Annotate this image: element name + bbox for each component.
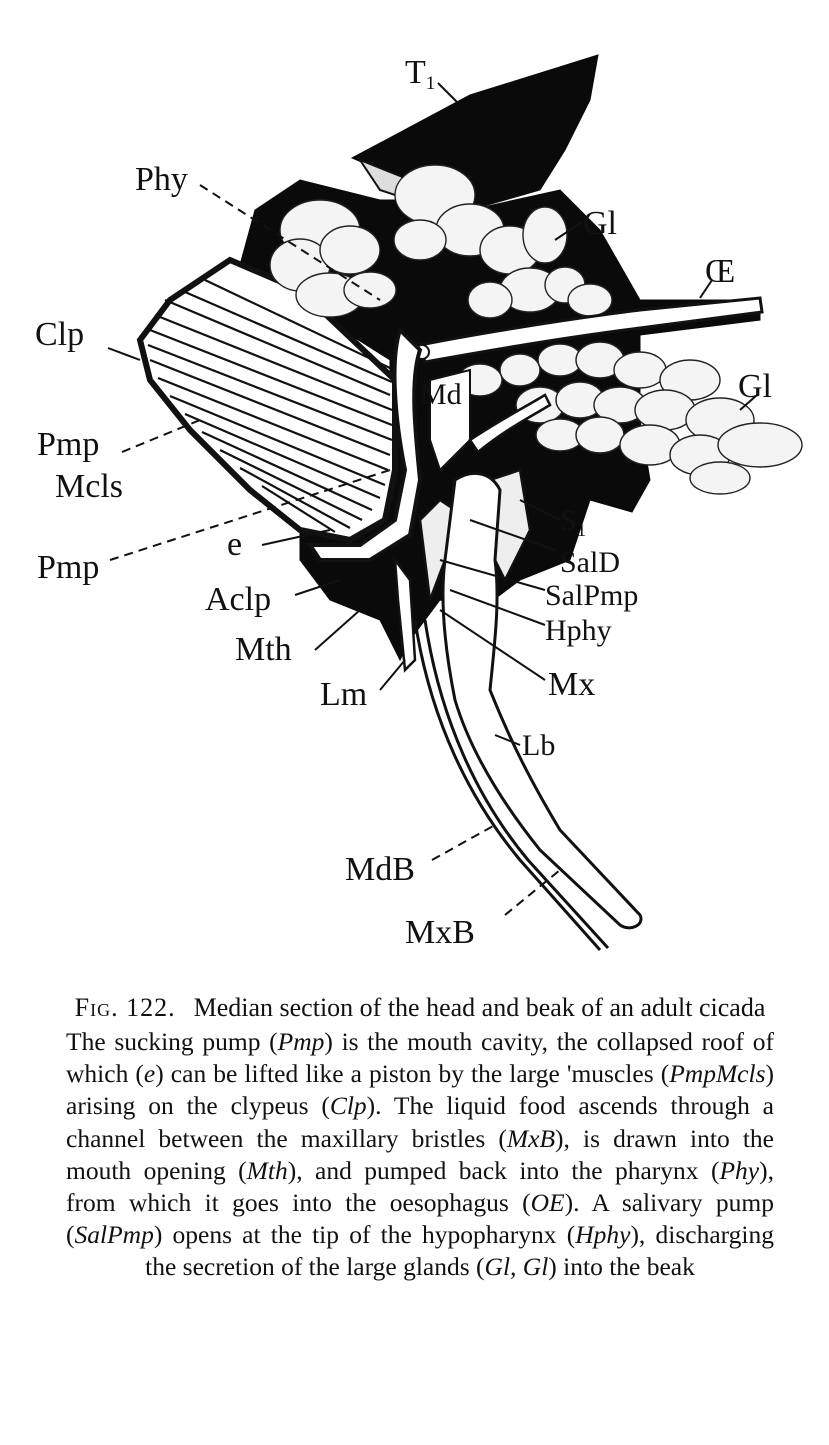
- pump-chamber: [306, 326, 423, 562]
- label-pmp-mcls-1: Pmp: [37, 426, 99, 463]
- label-gl-lower: Gl: [738, 368, 772, 405]
- label-md: Md: [420, 378, 462, 411]
- label-salpmp: SalPmp: [545, 579, 638, 612]
- caption-text: ) opens at the tip of the hypopharynx (: [153, 1220, 576, 1250]
- figure-number: Fig. 122.: [74, 993, 176, 1022]
- caption-text: ), from which it goes into the oesophagu…: [66, 1155, 774, 1218]
- caption-text: ) arising on the clypeus (: [66, 1059, 775, 1121]
- caption-text: ). The liquid food ascends through a cha…: [66, 1091, 774, 1153]
- label-aclp: Aclp: [205, 581, 271, 618]
- caption-abbrev: e: [143, 1059, 156, 1089]
- caption-abbrev: PmpMcls: [669, 1059, 766, 1089]
- caption-abbrev: Mth: [246, 1155, 288, 1185]
- caption-abbrev: Phy: [719, 1155, 760, 1185]
- caption-abbrev: Hphy: [575, 1220, 631, 1250]
- label-mxb: MxB: [405, 914, 475, 951]
- label-lm: Lm: [320, 676, 367, 713]
- caption-text: ), discharging the secretion of the larg…: [145, 1220, 774, 1282]
- caption-text: ) can be lifted like a piston by the lar…: [155, 1059, 670, 1089]
- caption-text: ) is the mouth cavity, the collapsed roo…: [66, 1027, 774, 1089]
- anteclypeus: [329, 569, 391, 621]
- label-s1: S1: [560, 504, 586, 541]
- caption-title: Fig. 122. Median section of the head and …: [66, 992, 774, 1024]
- caption-text: ). A salivary pump (: [66, 1188, 774, 1250]
- upper-glands: [269, 164, 613, 319]
- labrum: [393, 555, 417, 673]
- caption-abbrev: SalPmp: [74, 1220, 154, 1250]
- leader-lines: [107, 82, 758, 916]
- lower-glands: [457, 341, 803, 495]
- mandible-block: [429, 368, 471, 472]
- label-gl-upper: Gl: [583, 205, 617, 242]
- maxillary-bristles: [413, 619, 610, 951]
- label-sald: SalD: [560, 546, 620, 579]
- label-phy: Phy: [135, 161, 188, 198]
- cicada-head-section-diagram: T1 Phy Gl Œ Clp Gl Pmp Mcls Md S1 SalD P…: [35, 54, 803, 951]
- label-hphy: Hphy: [545, 614, 612, 647]
- caption-abbrev: MxB: [506, 1123, 556, 1153]
- label-pmp-mcls-2: Mcls: [55, 468, 123, 505]
- label-clp: Clp: [35, 316, 84, 353]
- caption-text: ), is drawn into the mouth opening (: [66, 1123, 774, 1185]
- figure-caption: Fig. 122. Median section of the head and …: [66, 992, 774, 1284]
- caption-heading: Median section of the head and beak of a…: [193, 993, 766, 1022]
- caption-body: The sucking pump (Pmp) is the mouth cavi…: [66, 1026, 774, 1284]
- labium-beak: [441, 471, 643, 930]
- label-mx: Mx: [548, 666, 595, 703]
- label-t1: T1: [405, 54, 435, 94]
- caption-text: ), and pumped back into the pharynx (: [287, 1155, 720, 1185]
- caption-abbrev: Pmp: [277, 1027, 325, 1056]
- label-oe: Œ: [705, 253, 735, 290]
- caption-abbrev: OE: [530, 1188, 565, 1218]
- caption-abbrev: Clp: [329, 1091, 367, 1121]
- figure-labels: T1 Phy Gl Œ Clp Gl Pmp Mcls Md S1 SalD P…: [35, 54, 772, 951]
- caption-text: The sucking pump (: [66, 1027, 278, 1056]
- label-lb: Lb: [522, 729, 555, 762]
- label-mth: Mth: [235, 631, 292, 668]
- label-e: e: [227, 526, 242, 563]
- oesophagus: [418, 296, 764, 364]
- label-pmp: Pmp: [37, 549, 99, 586]
- caption-abbrev: Gl, Gl: [484, 1252, 549, 1282]
- caption-text: ) into the beak: [548, 1252, 695, 1282]
- salivary-duct: [468, 393, 552, 454]
- label-mdb: MdB: [345, 851, 415, 888]
- pump-muscles: [147, 279, 393, 533]
